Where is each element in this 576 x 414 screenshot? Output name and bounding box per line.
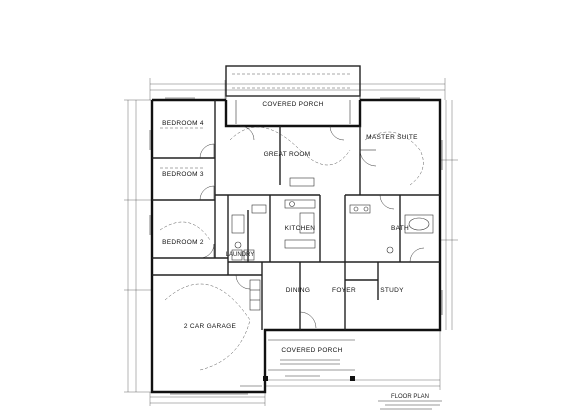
room-label-foyer: FOYER xyxy=(332,287,356,294)
room-label-front-porch: COVERED PORCH xyxy=(281,347,342,354)
rear-porch-structure xyxy=(225,65,361,127)
room-label-study: STUDY xyxy=(380,287,404,294)
interior-walls xyxy=(152,100,440,330)
room-label-bedroom-2: BEDROOM 2 xyxy=(162,239,204,246)
front-porch-structure xyxy=(268,339,355,371)
title-block: FLOOR PLAN xyxy=(240,375,442,410)
room-labels: COVERED PORCH BEDROOM 4 GREAT ROOM MASTE… xyxy=(162,101,418,354)
floor-plan-caption: FLOOR PLAN xyxy=(391,394,429,400)
room-label-bedroom-3: BEDROOM 3 xyxy=(162,171,204,178)
room-label-rear-porch: COVERED PORCH xyxy=(262,101,323,108)
room-label-bedroom-4: BEDROOM 4 xyxy=(162,120,204,127)
room-label-dining: DINING xyxy=(286,287,311,294)
fixtures xyxy=(149,97,443,395)
room-label-master-suite: MASTER SUITE xyxy=(366,134,418,141)
ceiling-lines xyxy=(159,126,424,371)
room-label-laundry: LAUNDRY xyxy=(226,252,255,258)
dimension-lines xyxy=(124,78,458,406)
room-label-great-room: GREAT ROOM xyxy=(264,151,311,158)
room-label-garage: 2 CAR GARAGE xyxy=(184,323,237,330)
room-label-kitchen: KITCHEN xyxy=(285,225,316,232)
exterior-walls xyxy=(150,98,442,394)
room-label-bath: BATH xyxy=(391,225,409,232)
door-swings xyxy=(199,125,425,329)
